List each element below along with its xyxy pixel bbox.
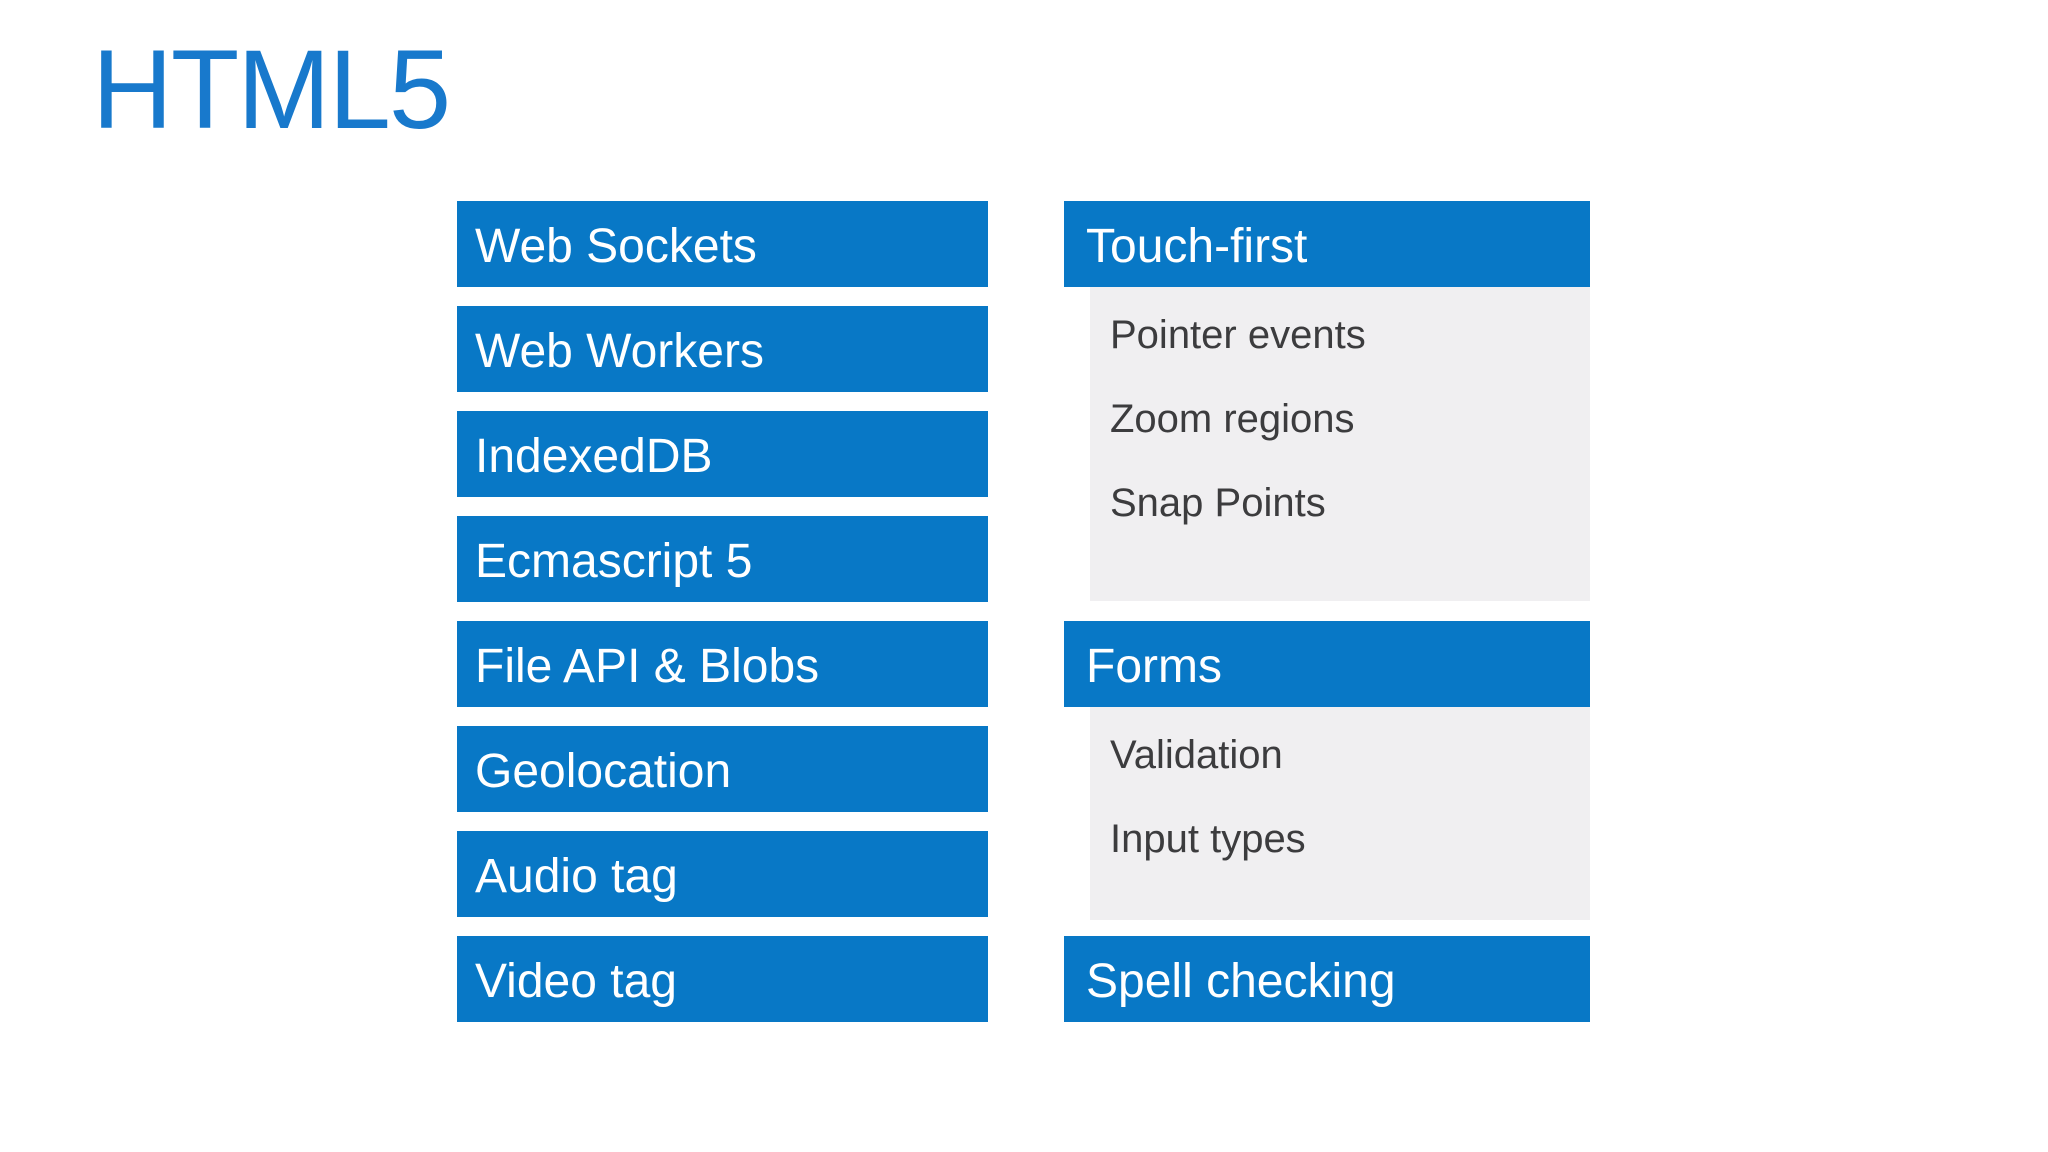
group-panel-forms: Validation Input types xyxy=(1090,707,1590,920)
group-panel-touch-first: Pointer events Zoom regions Snap Points xyxy=(1090,287,1590,601)
panel-item-input-types: Input types xyxy=(1110,816,1306,861)
feature-bar-web-workers: Web Workers xyxy=(457,306,988,392)
panel-item-pointer-events: Pointer events xyxy=(1110,312,1366,357)
feature-bar-ecmascript-5: Ecmascript 5 xyxy=(457,516,988,602)
group-header-spell-checking: Spell checking xyxy=(1064,936,1590,1022)
group-header-touch-first: Touch-first xyxy=(1064,201,1590,287)
feature-bar-video-tag: Video tag xyxy=(457,936,988,1022)
feature-bar-web-sockets: Web Sockets xyxy=(457,201,988,287)
panel-item-validation: Validation xyxy=(1110,732,1283,777)
group-header-forms: Forms xyxy=(1064,621,1590,707)
panel-item-zoom-regions: Zoom regions xyxy=(1110,396,1355,441)
page-title: HTML5 xyxy=(92,27,451,152)
feature-bar-file-api-blobs: File API & Blobs xyxy=(457,621,988,707)
panel-item-snap-points: Snap Points xyxy=(1110,480,1326,525)
feature-bar-audio-tag: Audio tag xyxy=(457,831,988,917)
feature-bar-geolocation: Geolocation xyxy=(457,726,988,812)
feature-bar-indexeddb: IndexedDB xyxy=(457,411,988,497)
